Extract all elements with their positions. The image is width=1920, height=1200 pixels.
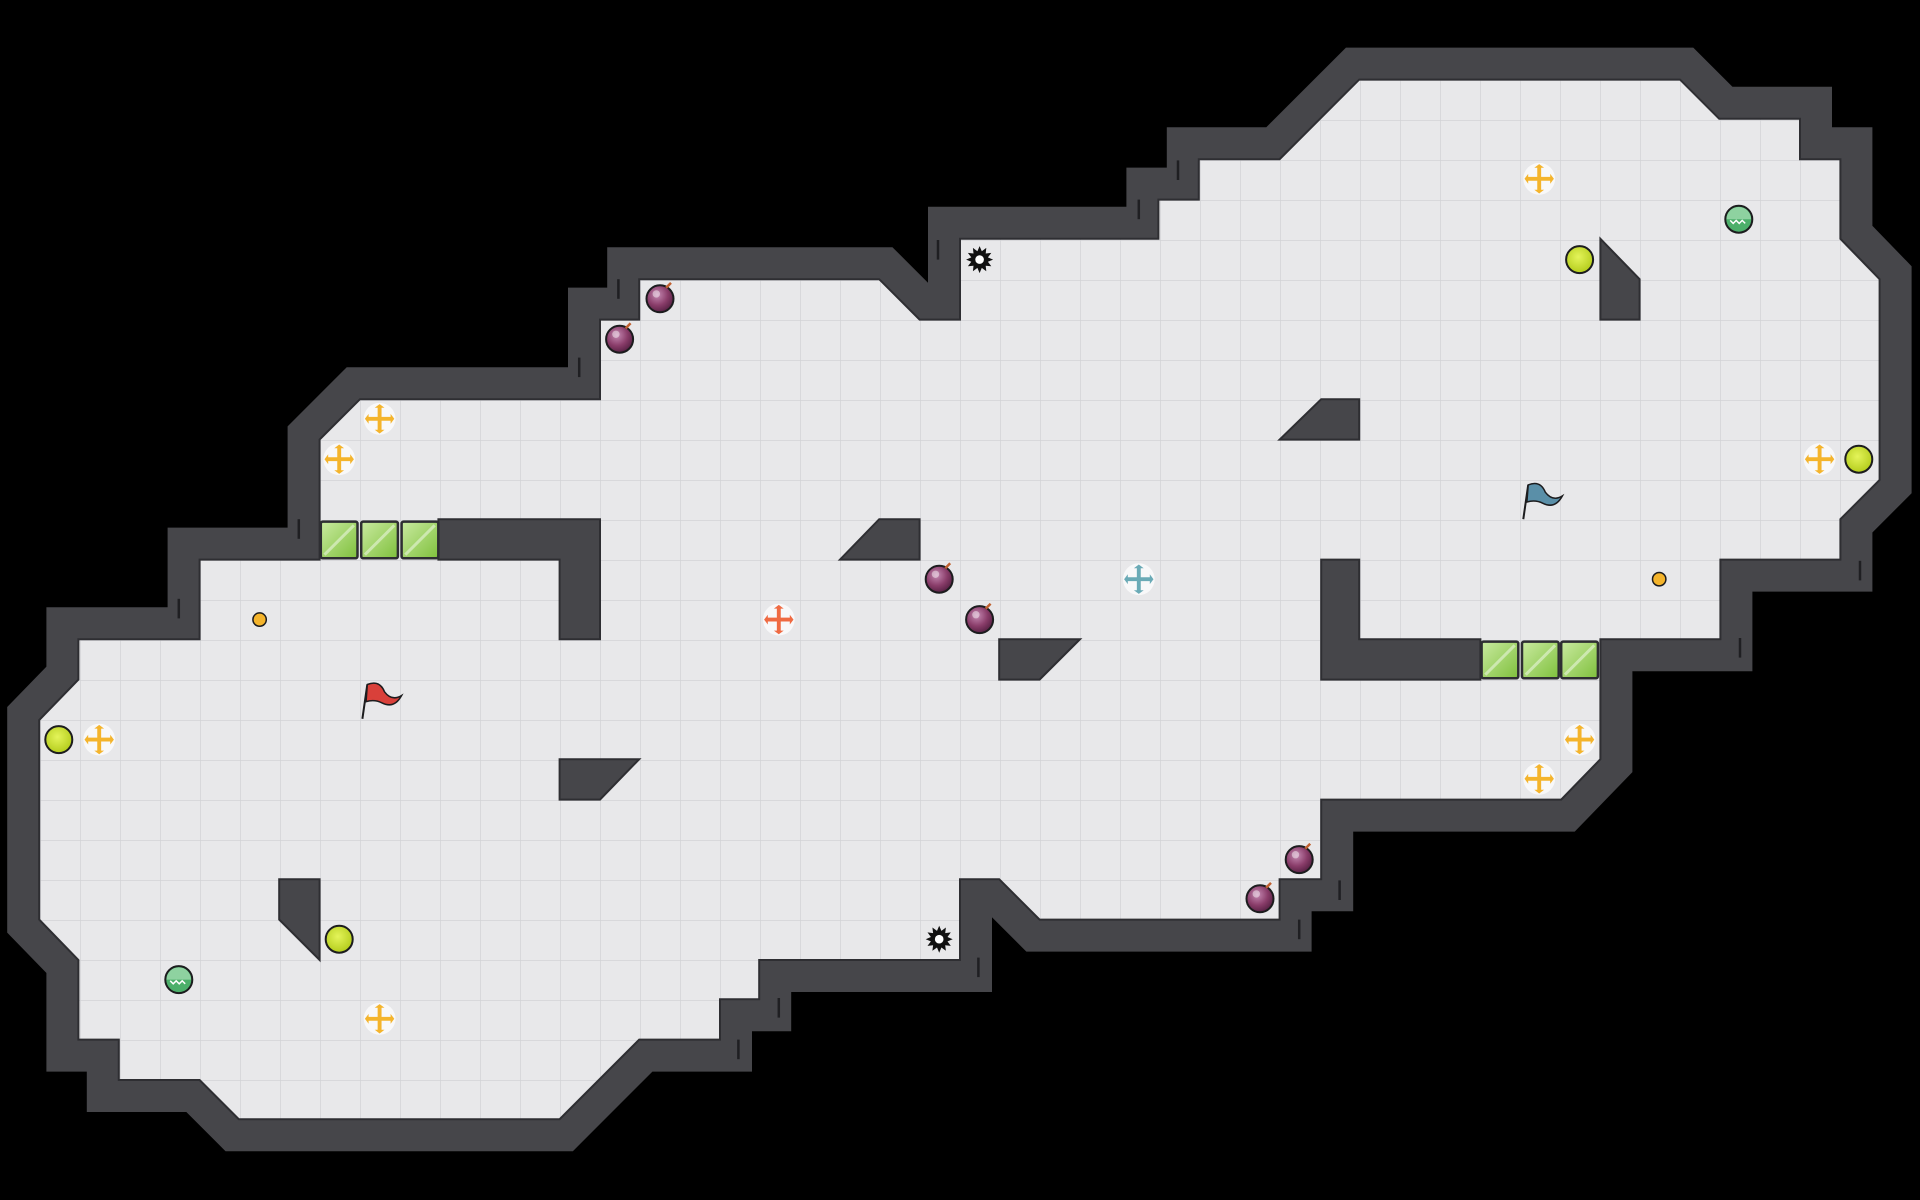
button-icon bbox=[1651, 571, 1667, 587]
portal-icon bbox=[1724, 204, 1754, 234]
bomb-icon bbox=[1245, 882, 1275, 914]
wall-obstacle bbox=[1277, 398, 1361, 441]
gate-tile bbox=[319, 520, 359, 560]
speed-boost-icon bbox=[1523, 162, 1556, 195]
gate-tile bbox=[1559, 640, 1600, 680]
floor-area bbox=[38, 78, 1881, 1121]
red-flag-icon bbox=[361, 682, 404, 719]
gate-shine bbox=[404, 524, 436, 556]
gate-shine bbox=[323, 524, 355, 556]
gate-tile bbox=[1520, 640, 1560, 680]
gate-shine bbox=[1563, 644, 1596, 676]
wall-obstacle bbox=[437, 518, 601, 641]
bomb-icon bbox=[965, 602, 995, 635]
entities bbox=[44, 162, 1874, 1035]
blue-flag-icon bbox=[1522, 482, 1565, 520]
wall-obstacle bbox=[1320, 558, 1482, 681]
gate-shine bbox=[363, 524, 396, 556]
spike-icon bbox=[966, 246, 994, 274]
blue-team-boost-icon bbox=[1122, 563, 1155, 596]
gate-tile bbox=[1480, 640, 1520, 680]
speed-boost-icon bbox=[83, 723, 116, 756]
bomb-icon bbox=[924, 562, 954, 594]
bomb-icon bbox=[1284, 842, 1314, 875]
speed-boost-icon bbox=[1563, 723, 1596, 756]
wall-obstacle bbox=[558, 758, 642, 801]
speed-boost-icon bbox=[1803, 443, 1836, 476]
powerup-icon bbox=[1844, 444, 1874, 474]
powerup-icon bbox=[324, 924, 354, 954]
speed-boost-icon bbox=[363, 402, 396, 435]
powerup-icon bbox=[1565, 245, 1595, 275]
wall-obstacle bbox=[1599, 236, 1641, 321]
speed-boost-icon bbox=[1523, 762, 1556, 795]
wall-obstacle bbox=[998, 638, 1083, 681]
spike-icon bbox=[925, 925, 953, 953]
speed-boost-icon bbox=[323, 443, 356, 476]
red-team-boost-icon bbox=[762, 603, 795, 636]
gate-tile bbox=[400, 520, 440, 560]
obstacles bbox=[278, 236, 1641, 963]
gate-shine bbox=[1484, 644, 1516, 676]
portal-icon bbox=[164, 965, 194, 995]
floor bbox=[38, 78, 1881, 1121]
button-icon bbox=[252, 612, 268, 628]
gate-shine bbox=[1524, 644, 1557, 676]
speed-boost-icon bbox=[363, 1002, 396, 1035]
wall-obstacle bbox=[278, 878, 321, 963]
gate-tile bbox=[359, 520, 400, 560]
wall-obstacle bbox=[837, 518, 921, 561]
bomb-icon bbox=[605, 322, 635, 354]
powerup-icon bbox=[44, 725, 74, 755]
bomb-icon bbox=[645, 282, 675, 314]
